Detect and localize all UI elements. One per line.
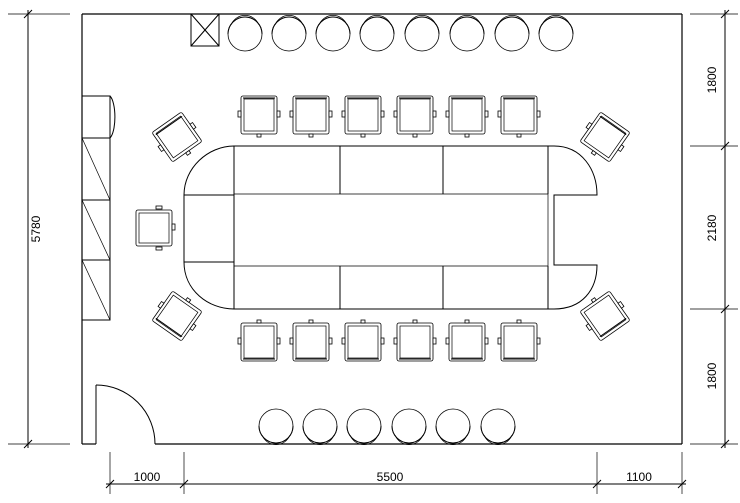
chair-bottom-row-2 xyxy=(289,319,333,362)
dim-bottom-right: 1100 xyxy=(626,470,652,484)
chair-top-row-6 xyxy=(497,95,541,138)
chair-corner-top-left xyxy=(152,112,202,162)
round-chair-top-8 xyxy=(538,15,574,52)
round-chair-top-7 xyxy=(494,15,530,52)
dimension-lines xyxy=(8,9,738,494)
chair-corner-bottom-right xyxy=(580,291,630,341)
dim-right-bottom: 1800 xyxy=(705,362,719,389)
dim-overall-height: 5780 xyxy=(29,215,43,242)
chair-top-row-3 xyxy=(341,95,385,138)
dim-bottom-left: 1000 xyxy=(134,470,161,484)
side-cabinet xyxy=(81,95,116,321)
round-chair-top-1 xyxy=(227,15,263,52)
chair-top-row-2 xyxy=(289,95,333,138)
equipment-box xyxy=(190,13,220,47)
room-walls xyxy=(81,13,683,445)
chair-bottom-row-6 xyxy=(497,319,541,362)
round-chair-bottom-2 xyxy=(302,408,338,445)
chair-top-row-4 xyxy=(393,95,437,138)
chair-corner-top-right xyxy=(580,112,630,162)
chair-bottom-row-1 xyxy=(237,319,281,362)
chair-top-row-1 xyxy=(237,95,281,138)
round-chair-bottom-4 xyxy=(391,408,427,445)
round-chair-bottom-6 xyxy=(480,408,516,445)
dim-right-middle: 2180 xyxy=(705,214,719,241)
round-chair-bottom-3 xyxy=(346,408,382,445)
round-chair-top-5 xyxy=(404,15,440,52)
round-chair-top-3 xyxy=(315,15,351,52)
round-chair-top-6 xyxy=(449,15,485,52)
dim-bottom-middle: 5500 xyxy=(377,470,404,484)
conference-table xyxy=(183,145,598,310)
door xyxy=(95,384,156,445)
round-chair-bottom-1 xyxy=(258,408,294,445)
chair-bottom-row-3 xyxy=(341,319,385,362)
round-chair-top-2 xyxy=(271,15,307,52)
chairs xyxy=(135,15,630,445)
round-chair-bottom-5 xyxy=(435,408,471,445)
chair-bottom-row-4 xyxy=(393,319,437,362)
round-chair-top-4 xyxy=(359,15,395,52)
dim-right-top: 1800 xyxy=(705,66,719,93)
chair-bottom-row-5 xyxy=(445,319,489,362)
chair-top-row-5 xyxy=(445,95,489,138)
chair-corner-bottom-left xyxy=(152,291,202,341)
chair-left-end xyxy=(135,205,176,251)
